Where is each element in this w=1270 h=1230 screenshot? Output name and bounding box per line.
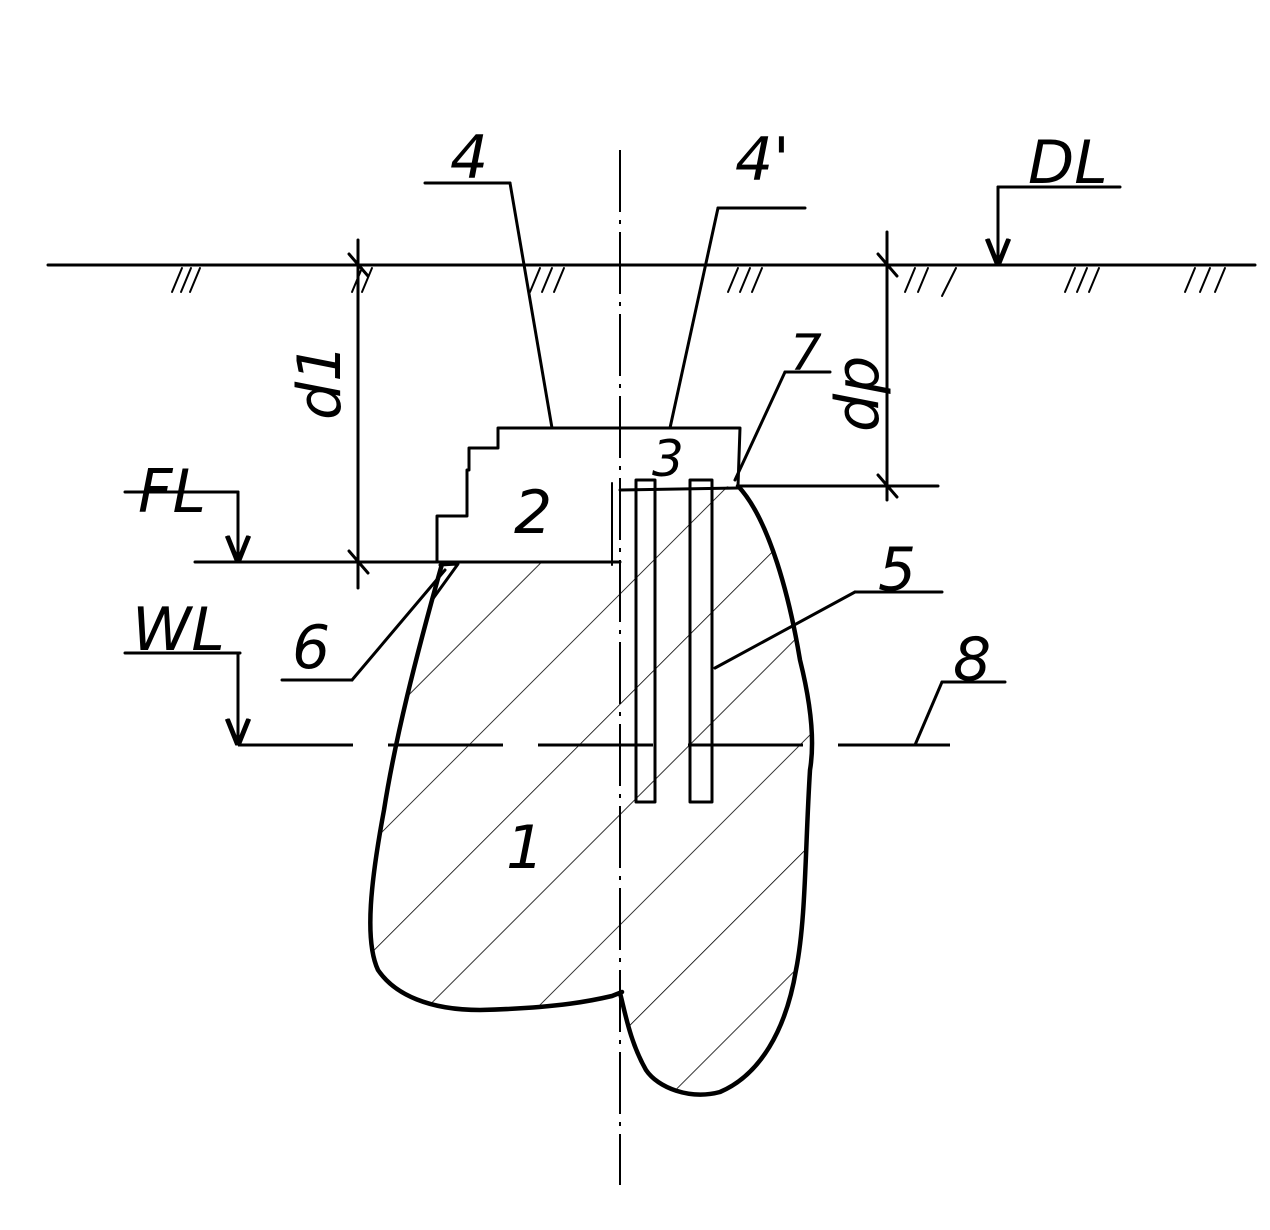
ground-hatch-marks	[171, 267, 1226, 297]
d1-label: d1	[285, 344, 355, 420]
callout-4-prime: 4'	[668, 125, 807, 430]
label-3: 3	[652, 430, 684, 488]
right-top-edge	[618, 486, 740, 492]
ground-line-group	[46, 263, 1257, 297]
callout-dl: DL	[998, 128, 1122, 263]
rod-right	[688, 478, 714, 804]
callout-wl: WL	[123, 595, 240, 743]
callout-6: 6	[280, 568, 447, 683]
callout-5: 5	[713, 535, 944, 670]
dimension-d1: d1	[285, 238, 370, 590]
callout-8: 8	[913, 625, 1007, 747]
dp-label: dp	[823, 356, 893, 432]
label-5: 5	[878, 535, 916, 605]
callout-7: 7	[733, 324, 832, 482]
dimension-dp: dp	[823, 230, 899, 502]
body-right-outline	[617, 483, 815, 1097]
label-1: 1	[506, 813, 544, 883]
rods-5	[634, 478, 714, 804]
element-6-wedge	[430, 562, 460, 602]
rod-left	[634, 478, 657, 804]
label-6: 6	[292, 613, 330, 683]
label-8: 8	[953, 625, 991, 695]
body-right-half	[620, 486, 812, 1095]
body-left-outline	[368, 561, 625, 1013]
label-2: 2	[514, 478, 552, 548]
label-4-prime: 4'	[735, 125, 790, 195]
body-1	[368, 483, 815, 1097]
label-4: 4	[450, 123, 488, 193]
callout-fl: FL	[123, 457, 238, 560]
callout-4: 4	[423, 123, 554, 430]
body-left-half	[370, 562, 620, 1010]
